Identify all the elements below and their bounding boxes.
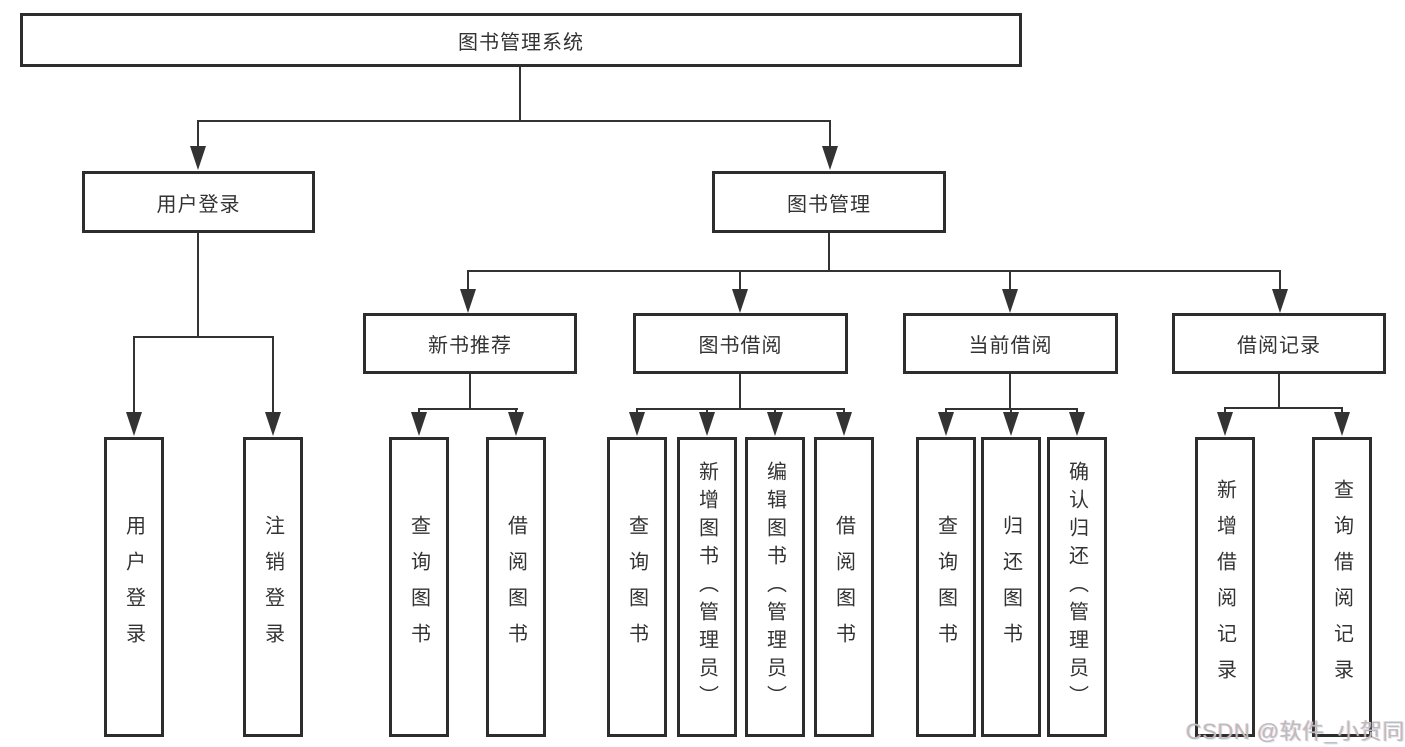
arrow-down-icon [1003,412,1019,436]
connector-drop-leaf [272,336,274,413]
connector-module-stem [469,374,471,408]
connector-drop-leaf [1224,407,1226,414]
connector-drop-user-login [197,120,199,147]
node-new-book-recommendation: 新书推荐 [363,313,577,374]
connector-module-stem [739,374,741,408]
connector-drop-leaf [1010,408,1012,414]
arrow-down-icon [126,412,142,436]
connector-drop-module [1009,270,1011,290]
node-leaf-user-login: 用户登录 [104,437,164,737]
arrow-down-icon [508,412,524,436]
arrow-down-icon [265,412,281,436]
connector-drop-leaf [515,408,517,414]
arrow-down-icon [822,146,838,170]
node-leaf-query-books-2: 查询图书 [607,437,667,737]
node-borrowing-records: 借阅记录 [1172,313,1386,374]
connector-root-stem [519,67,521,120]
arrow-down-icon [767,412,783,436]
node-root-library-management-system: 图书管理系统 [20,13,1022,67]
connector-leaf-rail [1224,407,1343,409]
arrow-down-icon [1334,412,1350,436]
connector-drop-leaf [636,408,638,414]
connector-book-management-stem [828,233,830,270]
arrow-down-icon [1002,289,1018,313]
arrow-down-icon [1069,412,1085,436]
node-leaf-add-borrow-record: 新增借阅记录 [1195,437,1255,737]
node-leaf-borrow-books-2: 借阅图书 [814,437,874,737]
connector-drop-leaf [945,408,947,414]
connector-drop-module [1279,270,1281,290]
arrow-down-icon [1217,412,1233,436]
arrow-down-icon [190,146,206,170]
arrow-down-icon [836,412,852,436]
arrow-down-icon [629,412,645,436]
csdn-watermark: CSDN @软件_小贺同学 [1186,719,1405,744]
arrow-down-icon [699,412,715,436]
node-leaf-borrow-books-1: 借阅图书 [486,437,546,737]
arrow-down-icon [460,289,476,313]
node-leaf-logout: 注销登录 [243,437,303,737]
connector-drop-leaf [843,408,845,414]
node-book-management: 图书管理 [712,171,946,233]
connector-level1-rail [197,120,831,122]
node-user-login: 用户登录 [82,171,315,233]
arrow-down-icon [1272,289,1288,313]
node-leaf-edit-books-admin: 编辑图书（管理员） [745,437,805,737]
node-leaf-return-books: 归还图书 [981,437,1041,737]
connector-leaf-rail [418,408,518,410]
connector-drop-leaf [1341,407,1343,414]
node-leaf-query-books-1: 查询图书 [389,437,449,737]
node-leaf-query-borrow-record: 查询借阅记录 [1312,437,1372,737]
connector-user-login-stem [197,233,199,336]
arrow-down-icon [732,289,748,313]
connector-module-stem [1278,374,1280,407]
node-current-borrowing: 当前借阅 [903,313,1118,374]
arrow-down-icon [411,412,427,436]
node-leaf-confirm-return-admin: 确认归还（管理员） [1047,437,1107,737]
connector-drop-module [467,270,469,290]
node-leaf-add-books-admin: 新增图书（管理员） [677,437,737,737]
connector-drop-leaf [418,408,420,414]
connector-modules-rail [467,270,1281,272]
connector-user-login-rail [133,336,274,338]
node-leaf-query-books-3: 查询图书 [916,437,976,737]
arrow-down-icon [938,412,954,436]
connector-drop-module [739,270,741,290]
node-book-borrowing: 图书借阅 [633,313,848,374]
connector-module-stem [1009,374,1011,408]
connector-drop-leaf [706,408,708,414]
connector-drop-book-management [829,120,831,147]
connector-drop-leaf [1076,408,1078,414]
connector-drop-leaf [774,408,776,414]
connector-drop-leaf [133,336,135,413]
connector-leaf-rail [636,408,845,410]
